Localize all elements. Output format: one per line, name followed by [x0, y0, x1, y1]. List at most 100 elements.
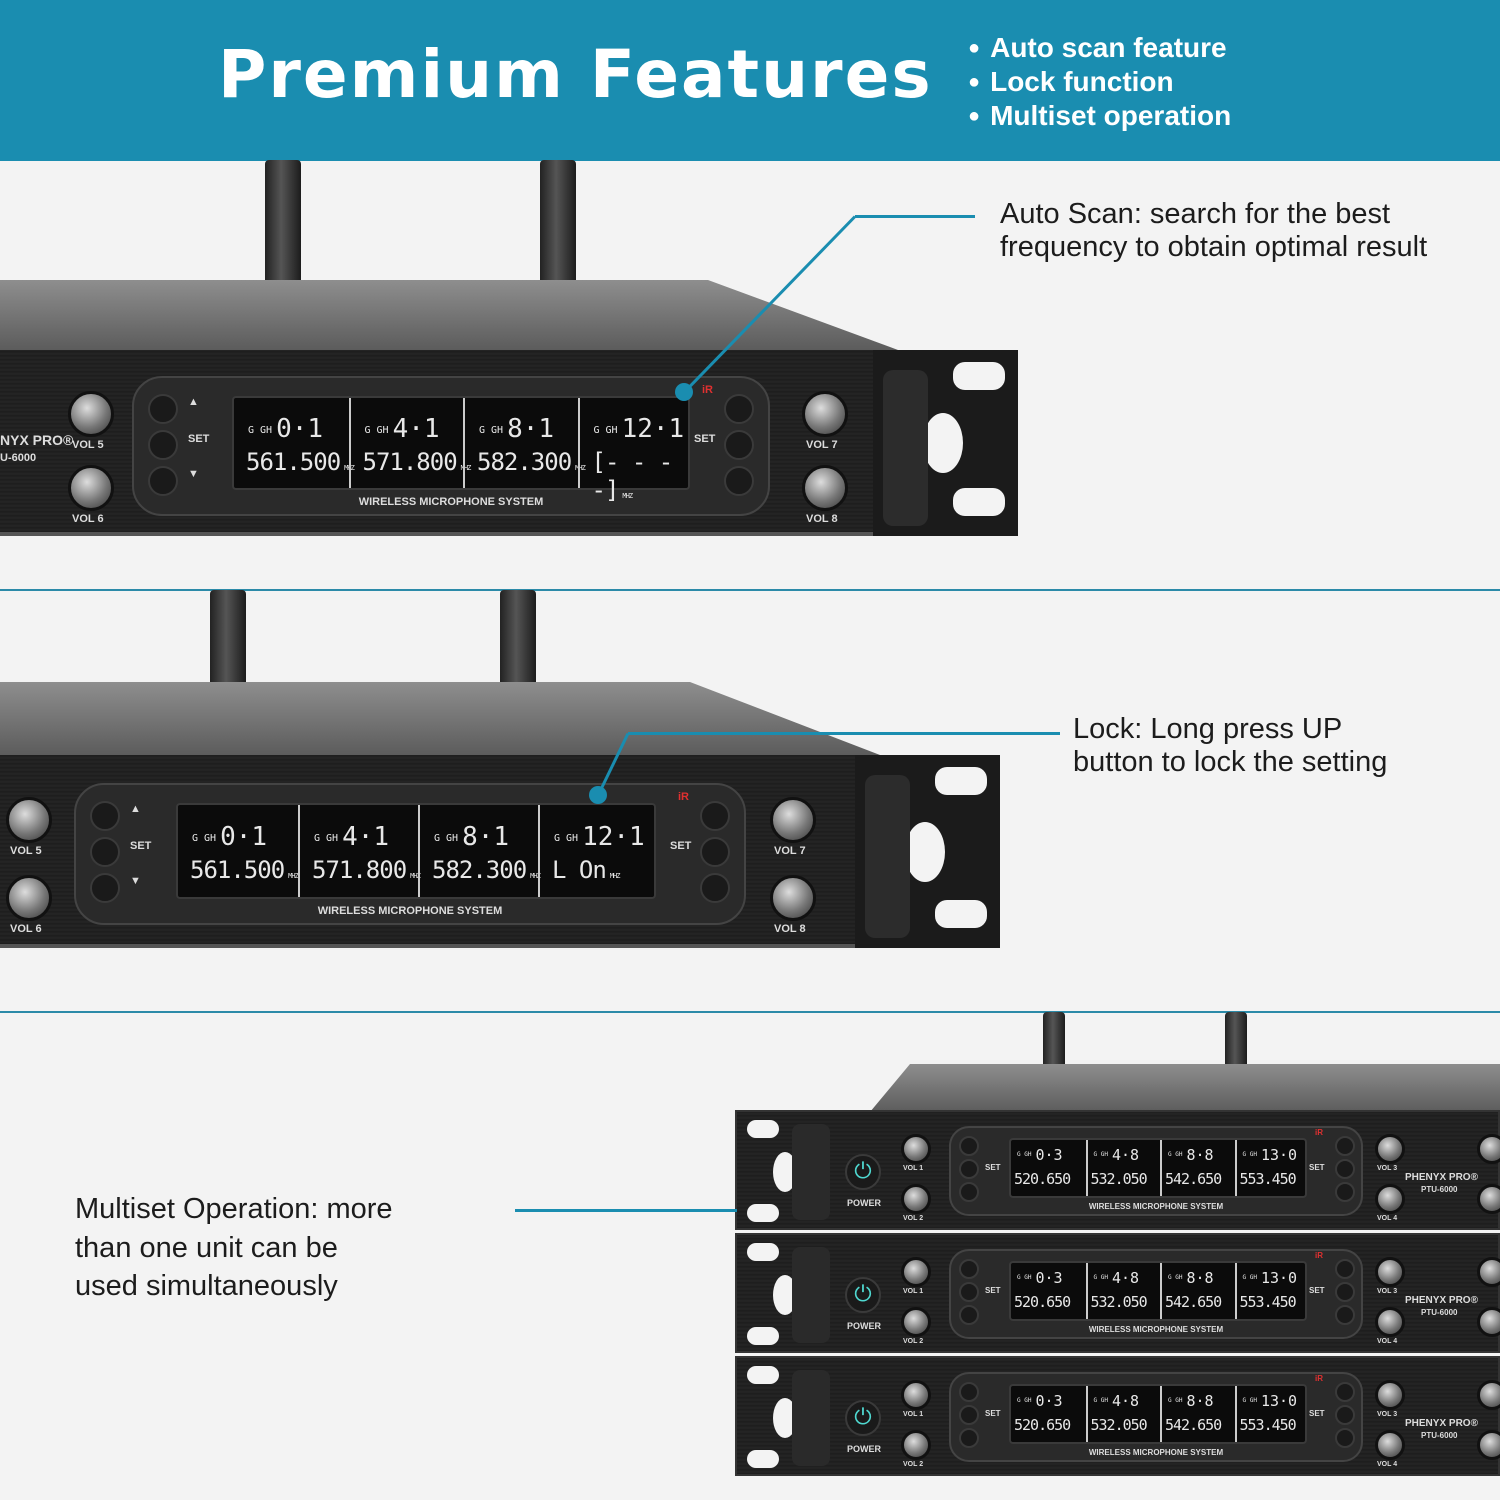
power-button[interactable]: ⏻	[845, 1400, 881, 1436]
right-button[interactable]	[724, 394, 754, 424]
ir-sensor-label: iR	[702, 384, 713, 396]
channel-value: 8·8	[1186, 1269, 1214, 1287]
right-button[interactable]	[1335, 1382, 1355, 1402]
left-button[interactable]	[959, 1282, 979, 1302]
ir-sensor-label: iR	[678, 791, 689, 803]
right-button[interactable]	[1335, 1282, 1355, 1302]
volume-knob[interactable]	[1477, 1307, 1500, 1337]
volume-knob[interactable]	[1375, 1257, 1405, 1287]
right-button[interactable]	[1335, 1305, 1355, 1325]
frequency-number: 542.650	[1165, 1170, 1222, 1188]
volume-knob[interactable]	[1477, 1380, 1500, 1410]
volume-knob[interactable]	[6, 874, 52, 921]
frequency-value: 520.650	[1014, 1416, 1071, 1434]
page-title: Premium Features	[218, 36, 933, 113]
left-button[interactable]	[959, 1259, 979, 1279]
left-button[interactable]	[90, 801, 120, 831]
volume-knob[interactable]	[770, 797, 816, 844]
volume-knob[interactable]	[68, 390, 114, 437]
left-button[interactable]	[959, 1405, 979, 1425]
volume-knob[interactable]	[901, 1134, 931, 1164]
channel-prefix: G GH	[1093, 1151, 1108, 1158]
volume-knob[interactable]	[901, 1257, 931, 1287]
model-label: PTU-6000	[1421, 1431, 1458, 1440]
right-button[interactable]	[700, 837, 730, 867]
power-label[interactable]: POWER	[847, 1198, 882, 1208]
brand-label: PHENYX PRO®	[1405, 1295, 1478, 1306]
left-button[interactable]	[90, 837, 120, 867]
volume-knob[interactable]	[1375, 1380, 1405, 1410]
volume-knob[interactable]	[1375, 1307, 1405, 1337]
left-button[interactable]	[959, 1382, 979, 1402]
right-button[interactable]	[724, 466, 754, 496]
left-button[interactable]	[959, 1428, 979, 1448]
left-button[interactable]	[959, 1159, 979, 1179]
chassis-top	[0, 682, 880, 755]
left-button[interactable]	[959, 1305, 979, 1325]
panel-label: WIRELESS MICROPHONE SYSTEM	[317, 905, 503, 917]
left-button[interactable]	[959, 1136, 979, 1156]
volume-knob[interactable]	[802, 465, 848, 512]
rack-hole	[747, 1450, 779, 1468]
right-button[interactable]	[1335, 1405, 1355, 1425]
power-label[interactable]: POWER	[847, 1444, 882, 1454]
left-button[interactable]	[148, 394, 178, 424]
volume-knob[interactable]	[770, 874, 816, 921]
brand-label: PHENYX PRO®	[1405, 1172, 1478, 1183]
power-button[interactable]: ⏻	[845, 1154, 881, 1190]
power-button[interactable]: ⏻	[845, 1277, 881, 1313]
right-button[interactable]	[1335, 1428, 1355, 1448]
right-button[interactable]	[1335, 1159, 1355, 1179]
unit-label: MHZ	[410, 871, 421, 880]
frequency-value: 542.650	[1165, 1293, 1222, 1311]
volume-label: VOL 4	[1377, 1461, 1398, 1468]
right-button[interactable]	[1335, 1259, 1355, 1279]
frequency-value: [- - - -]MHZ	[592, 448, 693, 504]
volume-knob[interactable]	[901, 1430, 931, 1460]
left-button[interactable]	[90, 873, 120, 903]
volume-knob[interactable]	[68, 465, 114, 512]
ir-sensor-label: iR	[1315, 1374, 1323, 1383]
panel-label: WIRELESS MICROPHONE SYSTEM	[1088, 1448, 1224, 1457]
set-label: SET	[1309, 1286, 1325, 1295]
volume-knob[interactable]	[1477, 1257, 1500, 1287]
up-arrow-icon: ▲	[188, 396, 199, 408]
frequency-number: 542.650	[1165, 1293, 1222, 1311]
ir-sensor-label: iR	[1315, 1128, 1323, 1137]
volume-knob[interactable]	[6, 797, 52, 844]
ir-sensor-label: iR	[1315, 1251, 1323, 1260]
right-button[interactable]	[1335, 1136, 1355, 1156]
right-button[interactable]	[724, 430, 754, 460]
callout-line: than one unit can be	[75, 1231, 338, 1264]
volume-knob[interactable]	[901, 1380, 931, 1410]
right-button[interactable]	[1335, 1182, 1355, 1202]
right-button[interactable]	[700, 801, 730, 831]
volume-knob[interactable]	[1375, 1430, 1405, 1460]
volume-knob[interactable]	[1477, 1184, 1500, 1214]
left-button[interactable]	[148, 466, 178, 496]
volume-knob[interactable]	[901, 1184, 931, 1214]
volume-knob[interactable]	[901, 1307, 931, 1337]
volume-label: VOL 8	[806, 513, 838, 526]
power-label[interactable]: POWER	[847, 1321, 882, 1331]
right-button[interactable]	[700, 873, 730, 903]
volume-knob[interactable]	[1477, 1430, 1500, 1460]
frequency-number: 520.650	[1014, 1416, 1071, 1434]
channel-value: 4·1	[342, 821, 390, 852]
left-button[interactable]	[148, 430, 178, 460]
volume-knob[interactable]	[1477, 1134, 1500, 1164]
left-button[interactable]	[959, 1182, 979, 1202]
volume-knob[interactable]	[1375, 1134, 1405, 1164]
volume-knob[interactable]	[802, 390, 848, 437]
section-divider	[0, 1011, 1500, 1013]
volume-knob[interactable]	[1375, 1184, 1405, 1214]
frequency-value: 553.450	[1240, 1170, 1297, 1188]
